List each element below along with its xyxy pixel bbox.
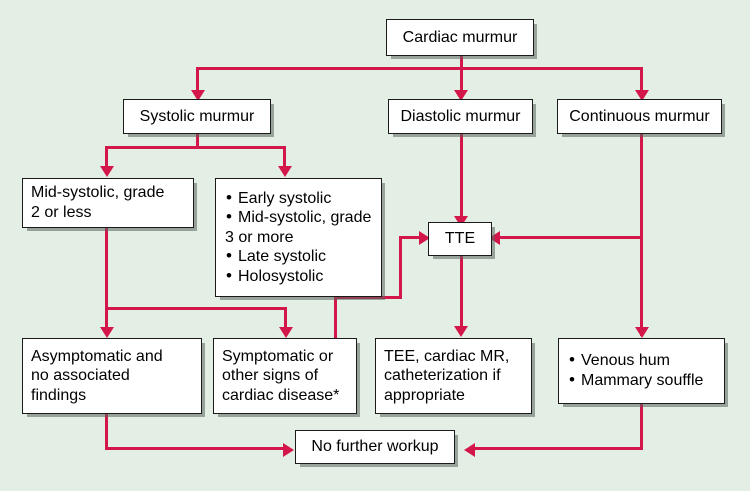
connector-midsystolic-down xyxy=(105,228,108,310)
list-item: Early systolic xyxy=(225,188,375,209)
list-item-continuation: 3 or more xyxy=(225,228,294,246)
continuous-types-list: Venous hum Mammary souffle xyxy=(559,349,724,392)
list-item: Holosystolic xyxy=(225,266,375,287)
list-item: Venous hum xyxy=(568,351,718,371)
node-asymptomatic-label: Asymptomatic and no associated findings xyxy=(31,347,163,404)
connector-root-down xyxy=(459,56,463,70)
connector-to-midsystolic xyxy=(105,146,108,168)
node-symptomatic[interactable]: Symptomatic or other signs of cardiac di… xyxy=(213,338,357,414)
connector-to-symptomatic xyxy=(284,307,287,330)
connector-to-diastolic xyxy=(459,67,463,92)
connector-into-tte-left xyxy=(399,236,421,239)
connector-continuous-trunk xyxy=(640,134,643,336)
node-mid-systolic-grade2[interactable]: Mid-systolic, grade 2 or less xyxy=(22,178,194,228)
arrow-continuous-to-types xyxy=(634,327,649,338)
list-item: Mammary souffle xyxy=(568,370,718,391)
arrow-to-symptomatic xyxy=(278,327,293,338)
node-no-further-workup-label: No further workup xyxy=(311,438,439,456)
connector-systolic-bar xyxy=(105,146,286,149)
arrow-continuoustypes-to-noworkup xyxy=(464,443,475,457)
arrow-to-systolic-types xyxy=(277,166,292,177)
connector-systolic-down xyxy=(196,134,199,148)
list-item: Mid-systolic, grade xyxy=(225,207,375,228)
arrow-to-asymptomatic xyxy=(99,327,114,338)
connector-symptomatic-stub xyxy=(334,296,337,339)
connector-to-continuous xyxy=(640,67,643,92)
node-tee-cardiac-mr-label: TEE, cardiac MR, catheterization if appr… xyxy=(384,347,510,404)
connector-row1-bar xyxy=(196,67,643,70)
node-tte[interactable]: TTE xyxy=(428,222,492,256)
arrow-diastolic-to-tte xyxy=(454,216,468,227)
node-no-further-workup[interactable]: No further workup xyxy=(295,430,455,464)
node-cardiac-murmur-label: Cardiac murmur xyxy=(402,28,518,46)
connector-tte-to-tee xyxy=(459,256,463,334)
node-systolic-murmur[interactable]: Systolic murmur xyxy=(123,99,271,134)
node-asymptomatic[interactable]: Asymptomatic and no associated findings xyxy=(22,338,202,414)
node-continuous-murmur[interactable]: Continuous murmur xyxy=(557,99,722,134)
connector-systolic-types-up xyxy=(399,236,402,298)
connector-continuous-to-tte xyxy=(497,236,643,239)
connector-asymptomatic-down xyxy=(105,414,108,450)
connector-diastolic-to-tte xyxy=(459,134,463,218)
arrow-tte-to-tee xyxy=(454,326,468,337)
node-systolic-types[interactable]: Early systolic Mid-systolic, grade 3 or … xyxy=(215,178,382,297)
arrow-to-continuous xyxy=(634,90,649,101)
connector-midsystolic-to-asymptomatic xyxy=(105,307,108,330)
connector-continuoustypes-down xyxy=(640,404,643,450)
node-systolic-murmur-label: Systolic murmur xyxy=(139,107,255,125)
node-cardiac-murmur[interactable]: Cardiac murmur xyxy=(386,19,534,56)
node-tte-label: TTE xyxy=(444,230,476,248)
connector-systolic-types-right xyxy=(334,296,402,299)
list-item: Late systolic xyxy=(225,246,375,267)
node-continuous-types[interactable]: Venous hum Mammary souffle xyxy=(558,338,725,404)
node-mid-systolic-grade2-label: Mid-systolic, grade 2 or less xyxy=(31,184,165,221)
arrow-to-midsystolic xyxy=(99,166,114,177)
arrow-into-tte-left xyxy=(419,230,430,245)
node-diastolic-murmur[interactable]: Diastolic murmur xyxy=(388,99,533,134)
arrow-to-diastolic xyxy=(454,90,468,101)
connector-to-systolic-types xyxy=(283,146,286,168)
connector-asymptomatic-right xyxy=(105,447,285,450)
node-symptomatic-label: Symptomatic or other signs of cardiac di… xyxy=(222,347,340,404)
node-continuous-murmur-label: Continuous murmur xyxy=(569,107,710,125)
connector-midsystolic-bar xyxy=(105,307,287,310)
connector-continuoustypes-left xyxy=(472,447,643,450)
node-tee-cardiac-mr[interactable]: TEE, cardiac MR, catheterization if appr… xyxy=(375,338,532,414)
arrow-asymptomatic-to-noworkup xyxy=(283,443,294,457)
systolic-types-list: Early systolic Mid-systolic, grade 3 or … xyxy=(216,187,381,289)
connector-to-systolic xyxy=(196,67,199,92)
arrow-continuous-into-tte xyxy=(489,230,500,245)
arrow-to-systolic xyxy=(190,90,205,101)
node-diastolic-murmur-label: Diastolic murmur xyxy=(400,107,521,125)
